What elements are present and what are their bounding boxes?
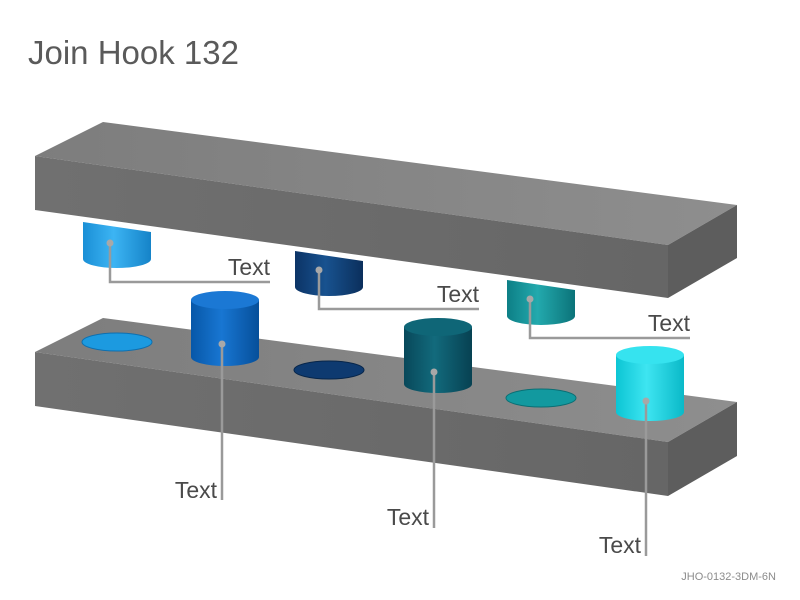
leader-dot-lower-2 [430,368,438,376]
leader-dot-upper-3 [526,295,534,303]
top-slab-side-face [668,205,737,298]
upper-peg-navy [295,251,363,296]
leader-dot-upper-2 [315,266,323,274]
footer-code: JHO-0132-3DM-6N [681,571,776,583]
label-upper-peg-2: Text [437,281,480,307]
hole-light-blue [81,332,153,352]
upper-peg-teal [507,280,575,325]
label-upper-peg-3: Text [648,310,691,336]
top-slab-front-face [35,156,668,298]
leader-dot-upper-1 [106,239,114,247]
leader-dot-lower-1 [218,340,226,348]
leader-dot-lower-3 [642,397,650,405]
lower-peg-blue [191,291,259,366]
leader-line-upper-2 [317,270,479,311]
top-slab [35,122,737,298]
top-slab-top-face [35,122,737,245]
upper-peg-light-blue [83,222,151,268]
hole-teal [505,388,577,408]
lower-peg-dark-teal [404,318,472,393]
bottom-slab-side-face [668,402,737,496]
leader-line-upper-3 [528,299,690,340]
label-lower-peg-1: Text [175,477,218,503]
hole-navy [293,360,365,380]
label-lower-peg-2: Text [387,504,430,530]
label-upper-peg-1: Text [228,254,271,280]
label-lower-peg-3: Text [599,532,642,558]
lower-peg-cyan [616,346,684,421]
bottom-slab-front-face [35,352,668,496]
page-title: Join Hook 132 [28,34,239,71]
leader-line-upper-1 [108,243,270,284]
